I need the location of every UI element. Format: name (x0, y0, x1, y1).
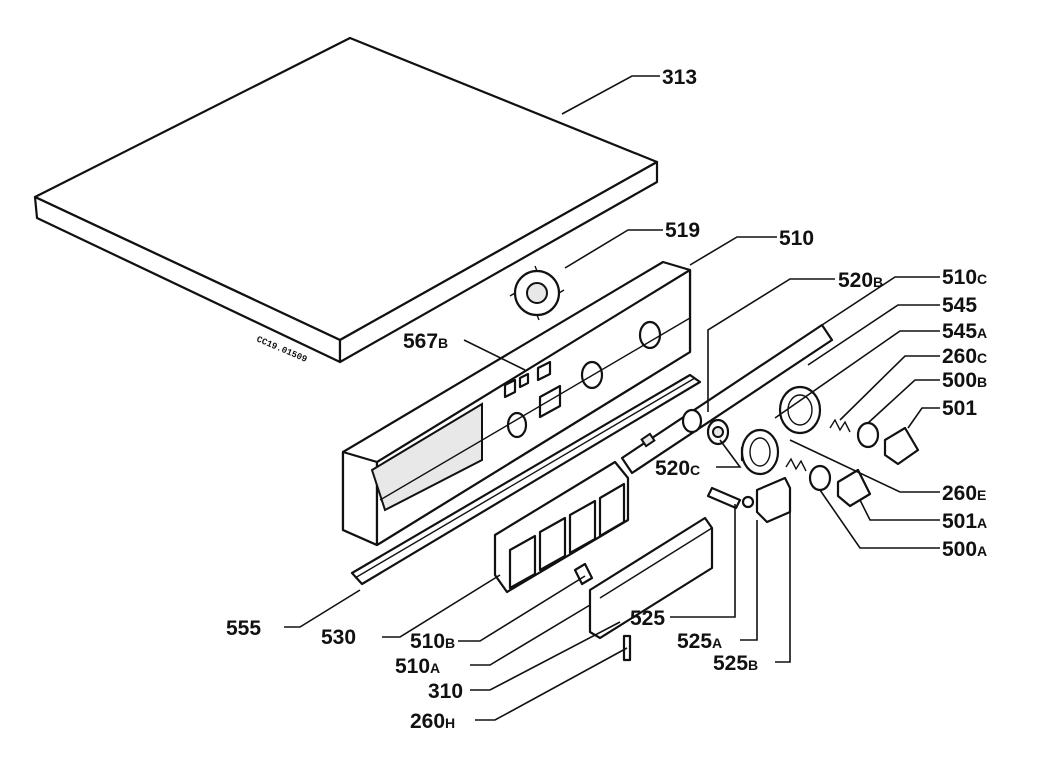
label-525: 525 (630, 607, 665, 630)
label-545: 545 (942, 294, 977, 317)
part-519-gear (509, 265, 565, 321)
part-525-assembly (706, 476, 792, 524)
label-510a: 510A (395, 655, 440, 678)
label-530: 530 (321, 626, 356, 649)
part-310-cover-plate (588, 516, 714, 640)
part-labels: 313 519 510 520B 510C 545 545A 260C 500B… (226, 66, 987, 733)
label-260h: 260H (410, 710, 455, 733)
label-520c: 520C (655, 457, 700, 480)
label-525b: 525B (713, 652, 758, 675)
part-545-knob-bezels (740, 385, 822, 476)
label-510c: 510C (942, 266, 987, 289)
part-510-control-panel (341, 260, 692, 547)
label-510b: 510B (410, 630, 455, 653)
label-520b: 520B (838, 269, 883, 292)
label-545a: 545A (942, 320, 987, 343)
part-313-top-cover: CC19.01509 (33, 36, 659, 365)
label-510: 510 (779, 227, 814, 250)
label-313: 313 (662, 66, 697, 89)
label-519: 519 (665, 219, 700, 242)
label-260e: 260E (942, 482, 986, 505)
part-260-springs (785, 418, 851, 472)
part-555-trim-strip (350, 373, 702, 586)
part-530-button-block (493, 460, 630, 594)
label-567b: 567B (403, 330, 448, 353)
label-501: 501 (942, 397, 977, 420)
label-525a: 525A (677, 630, 722, 653)
part-520-knob-mechanism (681, 408, 730, 446)
label-500b: 500B (942, 369, 987, 392)
label-310: 310 (428, 680, 463, 703)
leader-lines (284, 75, 940, 721)
label-260c: 260C (942, 345, 987, 368)
part-510c-strip (620, 323, 834, 475)
label-555: 555 (226, 617, 261, 640)
label-501a: 501A (942, 510, 987, 533)
label-500a: 500A (942, 538, 987, 561)
